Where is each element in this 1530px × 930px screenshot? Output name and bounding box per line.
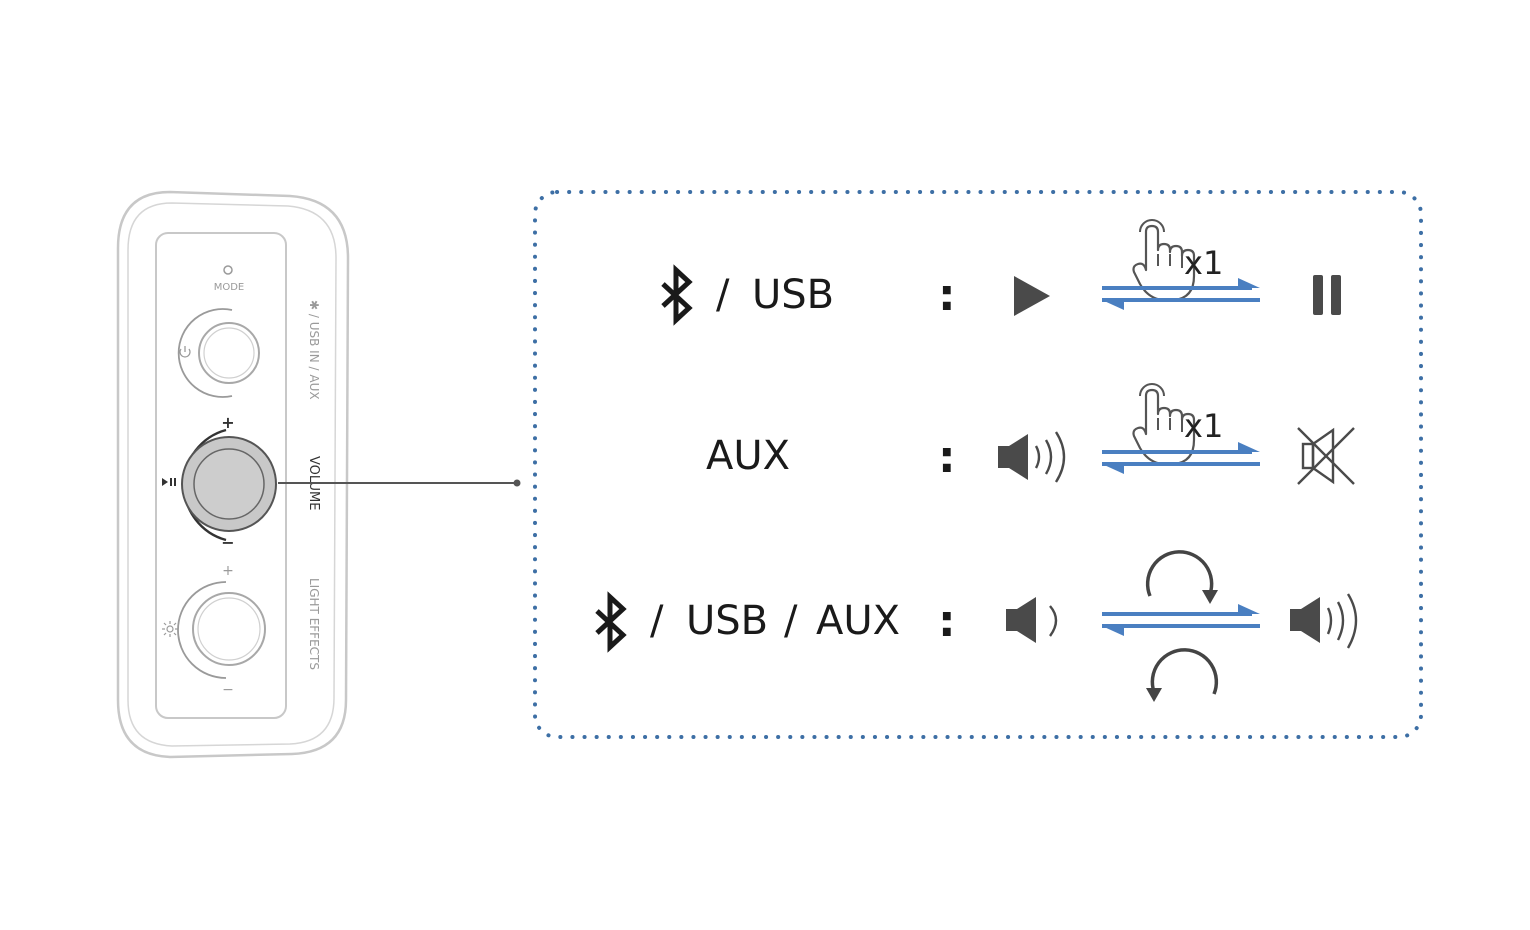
volume-knob[interactable] bbox=[181, 428, 277, 542]
svg-text:x1: x1 bbox=[1184, 244, 1223, 282]
volume-plus-label: + bbox=[221, 413, 234, 432]
row-bt-usb-play-pause: / USB : x1 bbox=[663, 218, 1341, 321]
svg-text:x1: x1 bbox=[1184, 407, 1223, 445]
bluetooth-icon bbox=[597, 597, 623, 647]
callout-line bbox=[278, 479, 521, 487]
side-label-source: ✱ / USB IN / AUX bbox=[307, 300, 321, 400]
pause-icon bbox=[1313, 275, 1341, 315]
callout-box bbox=[533, 190, 1423, 739]
light-minus-label: − bbox=[222, 682, 234, 698]
row-aux-mute: AUX : x1 bbox=[706, 382, 1355, 485]
bluetooth-icon bbox=[663, 270, 689, 320]
svg-text:/: / bbox=[784, 598, 798, 644]
svg-text::: : bbox=[938, 270, 956, 321]
side-label-light: LIGHT EFFECTS bbox=[307, 578, 321, 670]
light-sun-icon bbox=[162, 621, 178, 637]
mute-icon bbox=[1297, 427, 1355, 485]
toggle-arrows-icon bbox=[1100, 602, 1262, 638]
mode-indicator-icon bbox=[223, 265, 233, 275]
rotate-clockwise-icon bbox=[1145, 550, 1218, 604]
svg-text:USB: USB bbox=[752, 272, 834, 318]
light-plus-label: + bbox=[222, 563, 234, 579]
mode-label: MODE bbox=[214, 282, 245, 293]
svg-text::: : bbox=[938, 596, 956, 647]
svg-text:AUX: AUX bbox=[706, 433, 790, 479]
volume-low-icon bbox=[1006, 597, 1058, 643]
play-icon bbox=[1014, 276, 1050, 316]
svg-text:AUX: AUX bbox=[816, 598, 900, 644]
power-icon bbox=[179, 346, 191, 358]
volume-minus-label: − bbox=[221, 533, 234, 552]
device-panel: MODE + − + − bbox=[116, 190, 350, 759]
speaker-icon bbox=[998, 431, 1066, 483]
svg-text:/: / bbox=[716, 272, 730, 318]
rotate-counterclockwise-icon bbox=[1146, 648, 1219, 702]
svg-text:/: / bbox=[650, 598, 664, 644]
svg-text:USB: USB bbox=[686, 598, 768, 644]
svg-text::: : bbox=[938, 432, 956, 483]
power-mode-button[interactable] bbox=[177, 308, 260, 398]
play-pause-small-icon bbox=[162, 478, 176, 486]
volume-high-icon bbox=[1290, 593, 1358, 649]
row-volume-adjust: / USB / AUX : bbox=[597, 550, 1358, 702]
light-effects-knob[interactable] bbox=[177, 581, 266, 679]
